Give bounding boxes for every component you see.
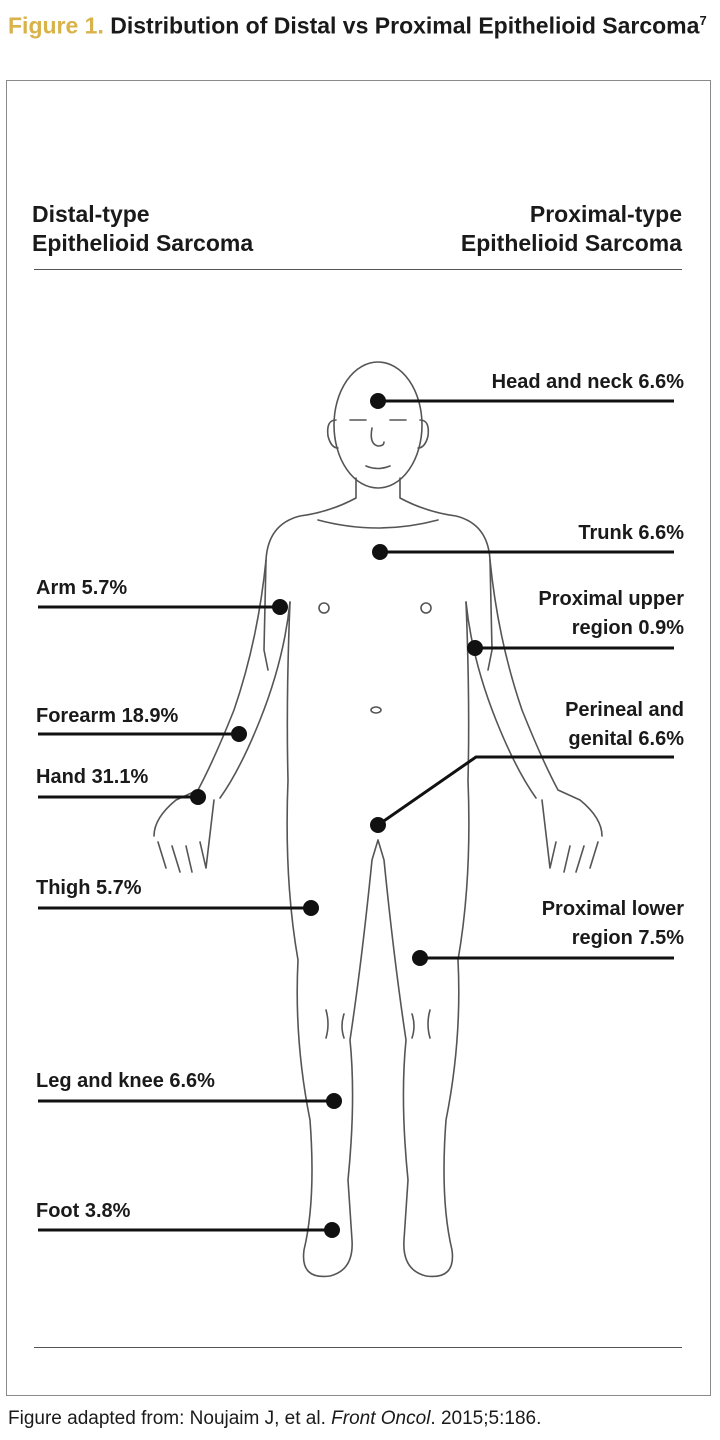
marker-forearm — [231, 726, 247, 742]
marker-arm — [272, 599, 288, 615]
label-leg-and-knee: Leg and knee 6.6% — [36, 1067, 215, 1096]
marker-leg-and-knee — [326, 1093, 342, 1109]
source-journal: Front Oncol — [331, 1408, 431, 1429]
source-suffix: . 2015;5:186. — [430, 1408, 542, 1429]
footer-divider — [34, 1347, 682, 1348]
site-name: Hand — [36, 766, 86, 788]
site-name: Head and neck — [491, 371, 633, 393]
figure-reference: 7 — [699, 13, 707, 28]
site-label-line2: genital 6.6% — [568, 728, 684, 750]
source-prefix: Figure adapted from: Noujaim J, et al. — [8, 1408, 332, 1429]
distal-heading-line2: Epithelioid Sarcoma — [32, 230, 254, 256]
label-head-and-neck: Head and neck 6.6% — [492, 368, 684, 397]
site-percent: 31.1% — [91, 766, 149, 788]
site-percent: 6.6% — [638, 522, 684, 544]
label-arm: Arm 5.7% — [36, 574, 127, 603]
distal-heading-line1: Distal-type — [32, 201, 150, 227]
site-percent: 3.8% — [84, 1200, 131, 1222]
right-ear — [417, 419, 430, 449]
leader-perineal-genital — [377, 755, 674, 827]
site-percent: 5.7% — [81, 577, 128, 599]
knee-marks — [325, 1009, 431, 1039]
figure-title-text: Distribution of Distal vs Proximal Epith… — [110, 12, 700, 39]
site-name: Arm — [36, 577, 77, 599]
face-features — [349, 419, 407, 470]
right-arm — [465, 559, 603, 873]
label-proximal-lower: Proximal lower region 7.5% — [542, 895, 684, 953]
label-thigh: Thigh 5.7% — [36, 874, 142, 903]
site-markers — [190, 393, 483, 1238]
label-hand: Hand 31.1% — [36, 763, 148, 792]
label-foot: Foot 3.8% — [36, 1197, 130, 1226]
legs-outline — [286, 601, 470, 1278]
label-perineal-genital: Perineal and genital 6.6% — [565, 696, 684, 754]
site-percent: 5.7% — [96, 877, 142, 899]
distal-column-heading: Distal-type Epithelioid Sarcoma — [32, 200, 253, 258]
figure-frame — [6, 80, 711, 1396]
figure-source: Figure adapted from: Noujaim J, et al. F… — [8, 1408, 541, 1430]
site-percent: 18.9% — [121, 705, 179, 727]
header-divider — [34, 269, 682, 270]
figure-title: Figure 1. Distribution of Distal vs Prox… — [8, 6, 708, 41]
site-name: Thigh — [36, 877, 91, 899]
marker-hand — [190, 789, 206, 805]
label-forearm: Forearm 18.9% — [36, 702, 178, 731]
head-outline — [333, 361, 423, 489]
site-name: Trunk — [578, 522, 633, 544]
marker-thigh — [303, 900, 319, 916]
proximal-heading-line1: Proximal-type — [529, 201, 682, 227]
label-proximal-upper: Proximal upper region 0.9% — [538, 585, 684, 643]
marker-trunk — [372, 544, 388, 560]
site-label-line1: Proximal lower — [541, 898, 684, 920]
proximal-column-heading: Proximal-type Epithelioid Sarcoma — [461, 200, 682, 258]
site-name: Leg and knee — [36, 1070, 164, 1092]
navel — [370, 706, 382, 714]
left-arm — [153, 559, 291, 873]
right-nipple — [420, 602, 432, 614]
label-trunk: Trunk 6.6% — [578, 519, 684, 548]
marker-perineal-genital — [370, 817, 386, 833]
left-ear — [326, 419, 339, 449]
site-label-line1: Proximal upper — [538, 588, 684, 610]
figure-number: Figure 1. — [8, 12, 104, 39]
leader-lines — [38, 399, 674, 1232]
left-nipple — [318, 602, 330, 614]
site-label-line1: Perineal and — [565, 699, 684, 721]
marker-proximal-lower — [412, 950, 428, 966]
site-percent: 6.6% — [638, 371, 684, 393]
site-percent: 6.6% — [169, 1070, 215, 1092]
site-label-line2: region 0.9% — [571, 617, 684, 639]
torso-outline — [263, 477, 493, 671]
proximal-heading-line2: Epithelioid Sarcoma — [460, 230, 682, 256]
marker-foot — [324, 1222, 340, 1238]
body-outline — [153, 361, 603, 1278]
site-name: Forearm — [36, 705, 117, 727]
site-name: Foot — [36, 1200, 80, 1222]
site-label-line2: region 7.5% — [571, 927, 684, 949]
marker-head-and-neck — [370, 393, 386, 409]
marker-proximal-upper — [467, 640, 483, 656]
